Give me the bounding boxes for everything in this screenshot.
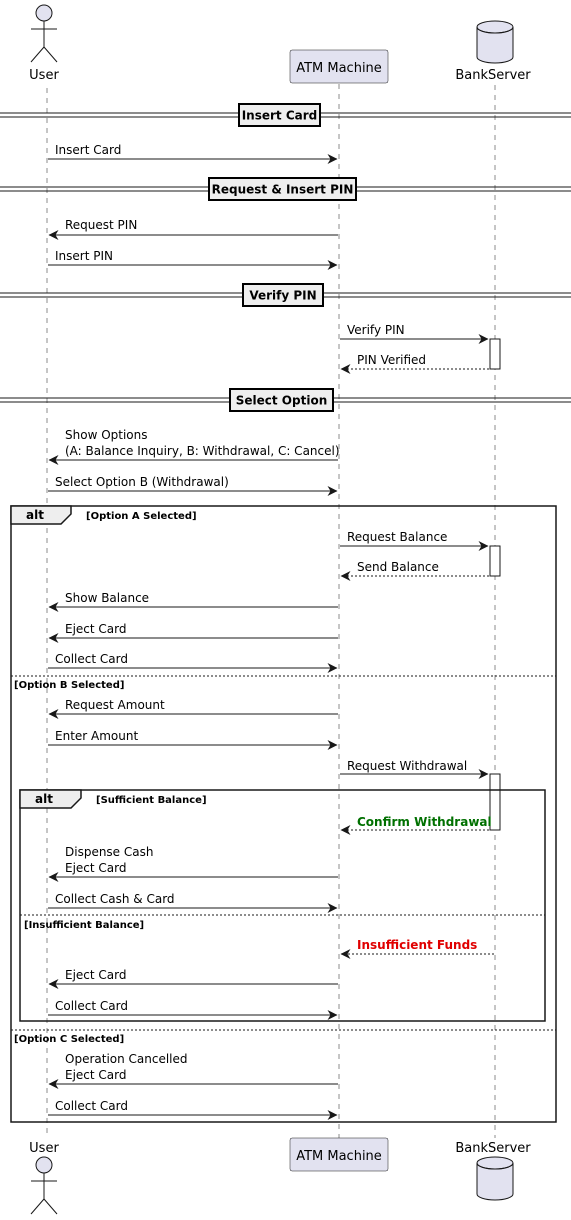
message-label: Collect Card [55, 999, 128, 1013]
message-label: Eject Card [65, 622, 127, 636]
divider-verify-pin: Verify PIN [0, 283, 571, 307]
message-label: Collect Card [55, 652, 128, 666]
activation-bar-balance [489, 545, 501, 577]
guard-option-c: [Option C Selected] [14, 1034, 124, 1045]
participant-atm-top: ATM Machine [289, 49, 389, 84]
message-label: Collect Card [55, 1099, 128, 1113]
divider-request-pin: Request & Insert PIN [0, 177, 571, 201]
message-label: Insert PIN [55, 249, 113, 263]
participant-atm-label: ATM Machine [296, 1149, 382, 1164]
participant-user-label: User [29, 1141, 59, 1156]
participant-user-label: User [29, 68, 59, 83]
message-label: Verify PIN [347, 323, 405, 337]
activation-bar-withdrawal [489, 773, 501, 831]
divider-select-option: Select Option [0, 388, 571, 412]
activation-bar-verify [489, 338, 501, 370]
divider-label: Request & Insert PIN [212, 183, 354, 197]
actor-stick-figure-icon [30, 1156, 58, 1215]
divider-label: Insert Card [242, 109, 318, 123]
message-label: Eject Card [65, 968, 127, 982]
guard-insufficient-balance: [Insufficient Balance] [24, 920, 144, 931]
message-label: Enter Amount [55, 729, 138, 743]
message-label: Operation Cancelled [65, 1052, 188, 1066]
alt-keyword: alt [26, 508, 44, 522]
message-label: Eject Card [65, 1068, 127, 1082]
message-label: Request Withdrawal [347, 759, 467, 773]
message-label-error: Insufficient Funds [357, 938, 477, 952]
message-label: Select Option B (Withdrawal) [55, 475, 229, 489]
participant-bank-bottom: BankServer [455, 1141, 531, 1201]
participant-user-top: User [29, 4, 59, 83]
message-labels: Insert Card Request PIN Insert PIN Verif… [55, 143, 492, 1113]
message-label: Collect Cash & Card [55, 892, 175, 906]
guard-sufficient-balance: [Sufficient Balance] [96, 795, 207, 806]
guard-option-b: [Option B Selected] [14, 680, 124, 691]
message-label: PIN Verified [357, 353, 426, 367]
message-label: Request Amount [65, 698, 165, 712]
database-cylinder-icon [476, 20, 514, 64]
messages [48, 154, 494, 1120]
message-label: Eject Card [65, 861, 127, 875]
message-label-success: Confirm Withdrawal [357, 815, 492, 829]
alt-keyword: alt [35, 792, 53, 806]
guard-option-a: [Option A Selected] [86, 511, 197, 522]
participant-bank-label: BankServer [455, 1141, 531, 1156]
divider-label: Select Option [236, 394, 328, 408]
message-label: Request PIN [65, 218, 137, 232]
alt-fragment-inner: alt [Sufficient Balance] [Insufficient B… [19, 789, 546, 1022]
divider-label: Verify PIN [249, 289, 316, 303]
message-label: Show Options [65, 428, 148, 442]
participant-user-bottom: User [29, 1141, 59, 1215]
database-cylinder-icon [476, 1156, 514, 1201]
message-label: Dispense Cash [65, 845, 153, 859]
message-label: Send Balance [357, 560, 439, 574]
actor-stick-figure-icon [30, 4, 58, 63]
divider-insert-card: Insert Card [0, 103, 571, 127]
message-label: Request Balance [347, 530, 447, 544]
participant-bank-top: BankServer [455, 20, 531, 83]
alt-fragment-outer: alt [Option A Selected] [Option B Select… [10, 505, 557, 1123]
lifelines [46, 84, 496, 1138]
participant-atm-label: ATM Machine [296, 61, 382, 76]
participant-atm-bottom: ATM Machine [289, 1137, 389, 1172]
message-label: Show Balance [65, 591, 149, 605]
message-label: Insert Card [55, 143, 121, 157]
participant-bank-label: BankServer [455, 68, 531, 83]
message-label: (A: Balance Inquiry, B: Withdrawal, C: C… [65, 444, 340, 458]
